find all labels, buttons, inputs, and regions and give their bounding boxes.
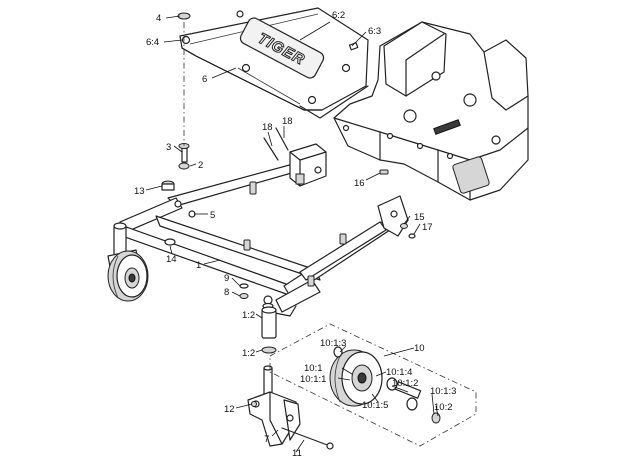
callout-10: 10 [414,343,425,354]
callout-17: 17 [422,222,433,233]
wheel-spacer [394,381,422,399]
nut-8 [239,293,249,299]
callout-3: 3 [166,142,171,153]
callout-6-2: 6:2 [332,10,345,21]
frame-pivot-hole [263,295,273,305]
frame-stud [249,181,257,195]
callout-16: 16 [354,178,365,189]
frame-washer [164,238,176,246]
callout-11: 11 [292,448,302,459]
deck-cover-plate: TIGER [179,7,369,119]
frame-stud [243,239,251,251]
deck-bolt [342,124,350,132]
callout-8: 8 [224,287,229,298]
callout-10-1-3b: 10:1:3 [430,386,456,397]
deck-bolt-16 [379,169,389,175]
deck-spindle-hole [403,109,417,123]
callout-5: 5 [210,210,215,221]
leader-lines [145,15,439,453]
plate-decal-tab [348,42,359,51]
callout-13: 13 [134,186,145,197]
wheel-bearing [406,397,418,411]
callout-14: 14 [166,254,177,265]
left-caster-wheel [107,222,149,302]
axle-bolt-head [326,442,334,450]
callout-7: 7 [264,434,269,445]
callout-10-1-1: 10:1:1 [300,374,326,385]
callout-6-4: 6:4 [146,37,159,48]
pivot-bolt [181,147,188,163]
pivot-nut [178,162,190,170]
deck-spindle-hole [463,93,477,107]
frame-stud [339,233,347,245]
callout-10-1-5: 10:1:5 [362,400,388,411]
plate-bolt-hole [341,63,351,73]
deck-spindle-hole [491,135,501,145]
deck-side-panel [452,156,490,194]
frame-bolt-hole [174,200,182,208]
callout-10-1-4: 10:1:4 [386,367,412,378]
callout-1-2b: 1:2 [242,348,255,359]
callout-10-2: 10:2 [434,402,453,413]
deck-spindle-hole [431,71,441,81]
callout-15: 15 [414,212,425,223]
plate-bolt-hole [236,10,244,18]
callout-labels: 4 6:2 6:3 6:4 6 18 18 3 2 13 16 5 15 17 … [134,10,456,459]
mower-deck-body [333,21,529,201]
front-wheel [329,346,441,424]
callout-6-3: 6:3 [368,26,381,37]
plate-bolt-hole [307,95,317,105]
bracket-bolt-hole [390,210,398,218]
fork-axle-hole [286,414,294,422]
hardware [161,12,416,407]
washer-17 [408,233,416,239]
plate-bolt-hole [181,35,191,45]
mount-nut [295,173,305,185]
wheel-assembly-boundary [269,323,477,447]
wheel-nut [431,412,441,424]
callout-1: 1 [196,260,201,271]
deck-vent-slot [433,119,461,135]
washer-9 [239,283,249,289]
caster-fork-assembly [247,302,334,450]
pivot-washer [261,346,277,354]
deck-bolt [446,152,454,160]
callout-4: 4 [156,13,161,24]
deck-bolt [416,142,424,150]
callout-10-1: 10:1 [304,363,323,374]
pivot-sleeve [261,309,277,339]
callout-12: 12 [224,404,235,415]
callout-9: 9 [224,273,229,284]
callout-10-1-2: 10:1:2 [392,378,418,389]
grease-fitting [251,401,257,407]
callout-10-1-3a: 10:1:3 [320,338,346,349]
callout-18a: 18 [262,122,273,133]
deck-bolt [386,132,394,140]
frame-stud [307,275,315,287]
wheel-seal [333,346,343,358]
bushing-15 [400,223,408,229]
front-axle-frame [117,143,409,317]
callout-18b: 18 [282,116,293,127]
callout-6: 6 [202,74,207,85]
callout-2: 2 [198,160,203,171]
callout-1-2a: 1:2 [242,310,255,321]
mount-bolt-hole [314,166,322,174]
plate-bolt-hole [241,63,251,73]
